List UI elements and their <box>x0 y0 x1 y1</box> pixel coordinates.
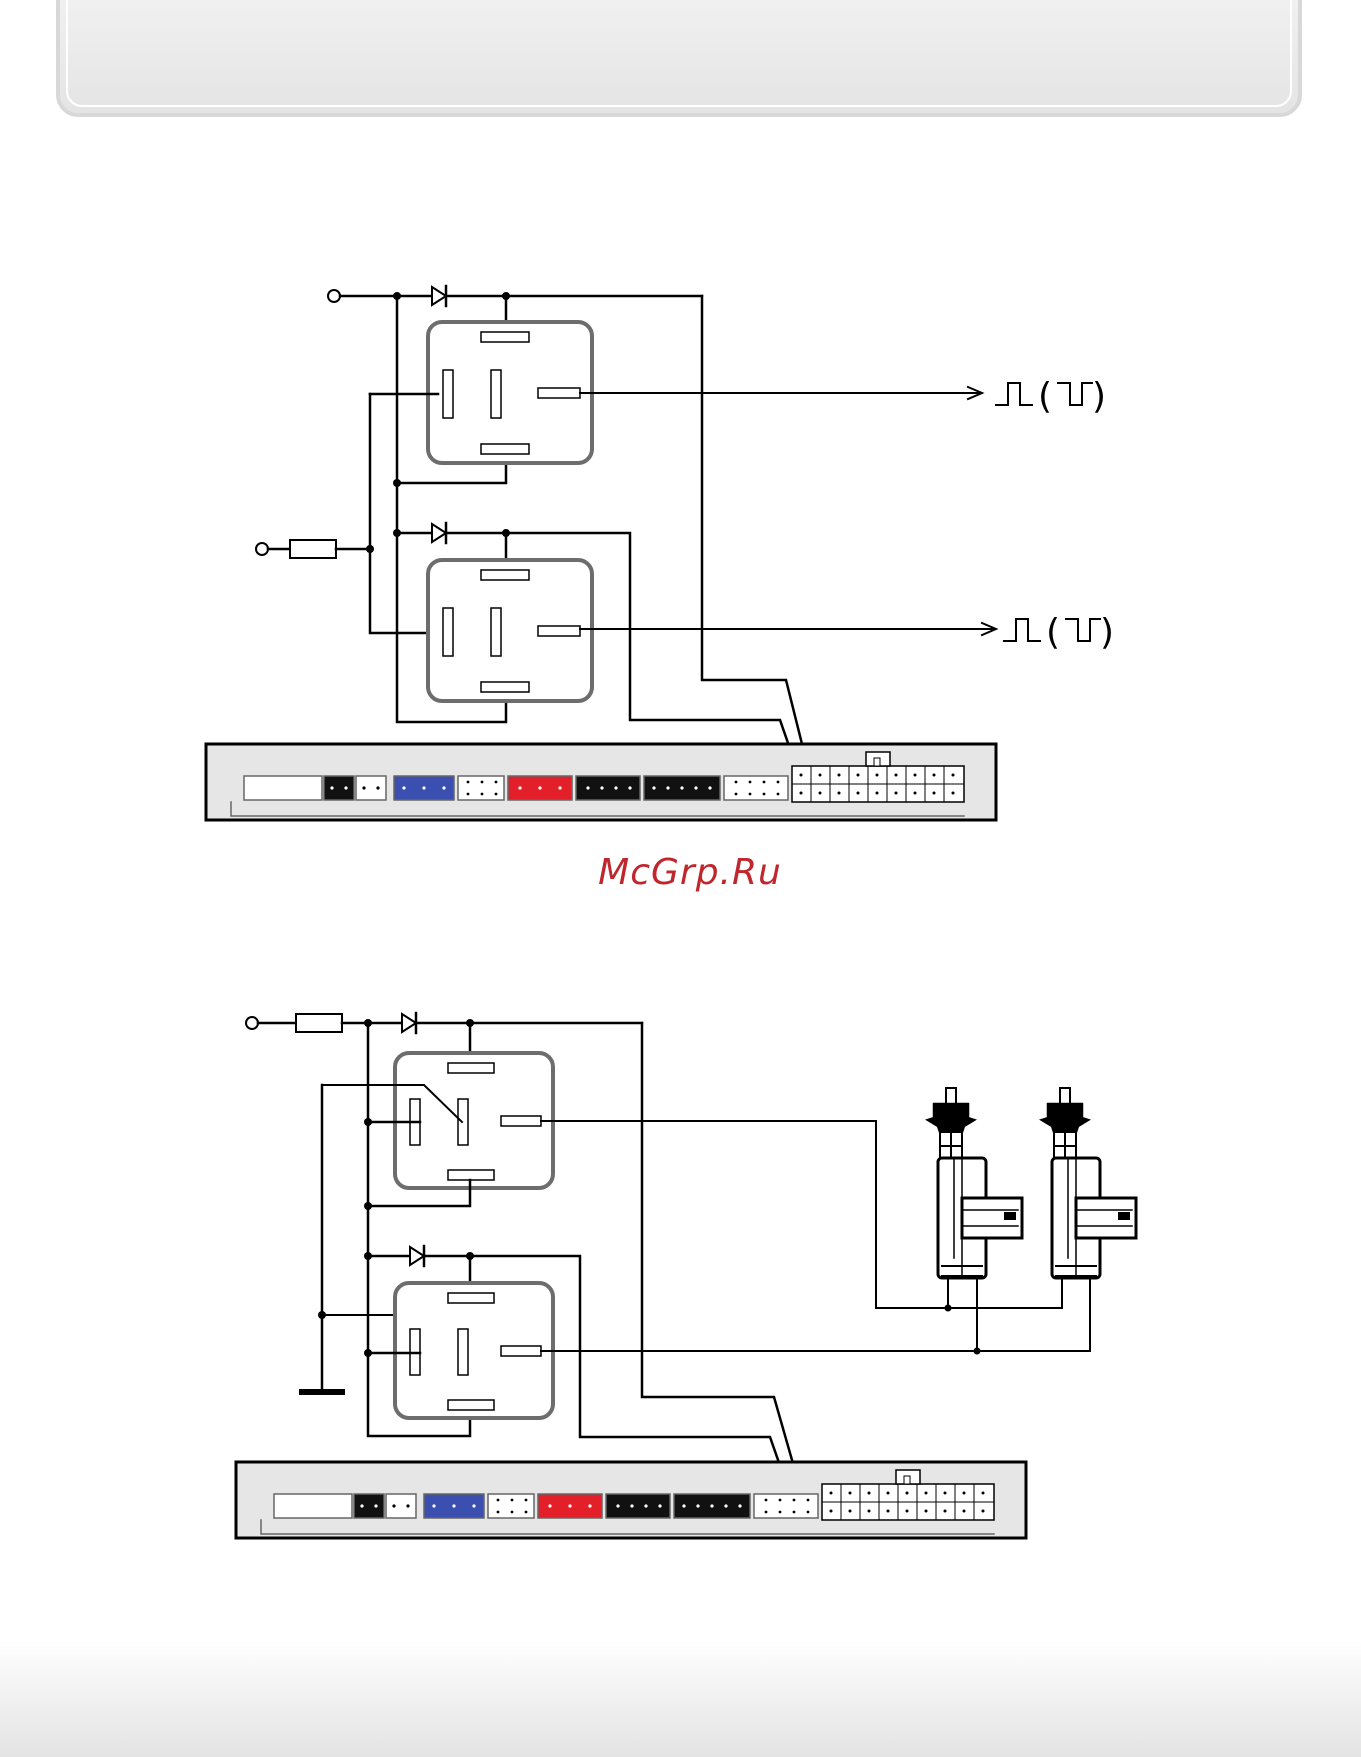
diagram-bottom <box>236 1013 1136 1538</box>
svg-text:): ) <box>1092 376 1106 417</box>
svg-text:(: ( <box>1046 612 1060 653</box>
svg-text:): ) <box>1100 612 1114 653</box>
watermark: McGrp.Ru <box>560 852 820 893</box>
alarm-unit-top <box>206 744 996 820</box>
svg-text:(: ( <box>1038 376 1052 417</box>
door-lock-actuator-2 <box>1042 1088 1136 1278</box>
alarm-unit-bottom <box>236 1462 1026 1538</box>
door-lock-actuator-1 <box>928 1088 1022 1278</box>
diagram-top: ( ) ( ) <box>206 286 1114 820</box>
